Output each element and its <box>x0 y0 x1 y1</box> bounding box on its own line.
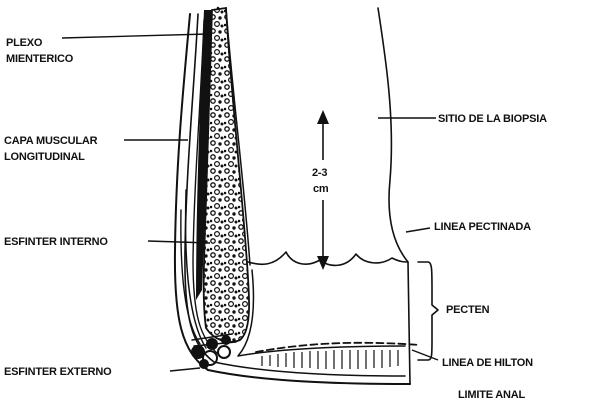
label-esfinter-interno: ESFINTER INTERNO <box>4 236 108 248</box>
canal-lining <box>226 8 405 356</box>
label-mienterico: MIENTERICO <box>6 53 74 65</box>
leader-lines <box>62 34 438 371</box>
pectinate-line <box>248 252 408 265</box>
distance-value: 2-3 <box>312 167 327 179</box>
label-plexo: PLEXO <box>6 37 43 49</box>
label-capa-muscular: CAPA MUSCULAR <box>4 135 98 147</box>
pecten-bracket <box>418 262 438 360</box>
label-linea-pectinada: LINEA PECTINADA <box>434 221 531 233</box>
arrow-up-head <box>317 110 329 124</box>
hilton-hatching <box>262 350 398 369</box>
lumen-right-wall <box>378 8 410 384</box>
label-sitio-biopsia: SITIO DE LA BIOPSIA <box>438 113 547 125</box>
arrow-down-head <box>317 256 329 270</box>
label-esfinter-externo: ESFINTER EXTERNO <box>4 366 112 378</box>
label-longitudinal: LONGITUDINAL <box>4 151 85 163</box>
label-pecten: PECTEN <box>446 304 490 316</box>
label-limite-anal: LIMITE ANAL <box>458 389 526 401</box>
external-sphincter <box>191 334 236 369</box>
label-linea-hilton: LINEA DE HILTON <box>442 357 533 369</box>
distance-unit: cm <box>313 183 329 195</box>
